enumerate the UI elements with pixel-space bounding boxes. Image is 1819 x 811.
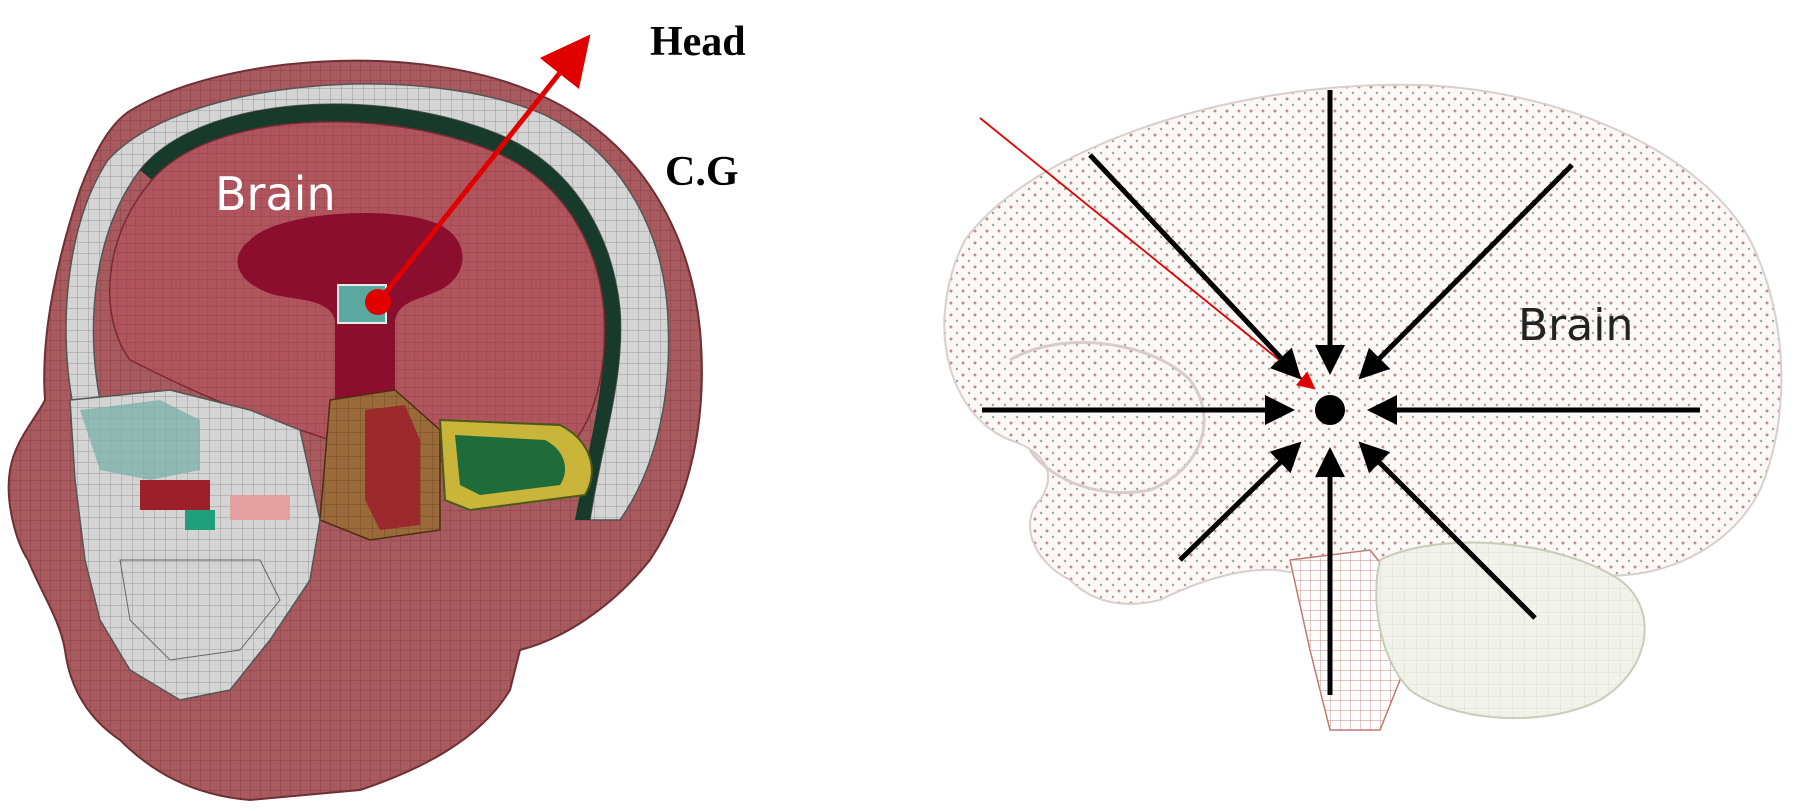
face-block-green (185, 510, 215, 530)
inward-force-arrows (982, 90, 1700, 695)
force-arrow-bottom-right (1358, 441, 1537, 620)
brain-label-right: Brain (1518, 300, 1633, 351)
cg-label: C.G (665, 149, 739, 195)
cerebellum (1375, 541, 1646, 720)
face-sinus (80, 400, 200, 480)
face-block-pink (230, 495, 290, 520)
brain-model-panel: Brain (943, 83, 1783, 731)
dura-layer (140, 104, 621, 520)
cg-to-head-arrow (376, 34, 591, 304)
force-arrow-top-left (1088, 153, 1302, 380)
force-arrow-top-right (1358, 163, 1574, 380)
force-arrow-bottom-left (1178, 441, 1302, 562)
face-block-red (140, 480, 210, 510)
center-of-gravity-dot-icon (1315, 395, 1345, 425)
head-label: Head (650, 19, 746, 65)
cg-pointer-line (979, 117, 1316, 390)
head-model-panel: Brain Head C.G (7, 19, 746, 802)
cerebellum-inner (455, 435, 565, 495)
brain-label-left: Brain (215, 167, 336, 221)
jaw-mesh (119, 559, 281, 661)
temporal-lobe (1009, 341, 1206, 495)
brainstem-core (365, 405, 420, 530)
